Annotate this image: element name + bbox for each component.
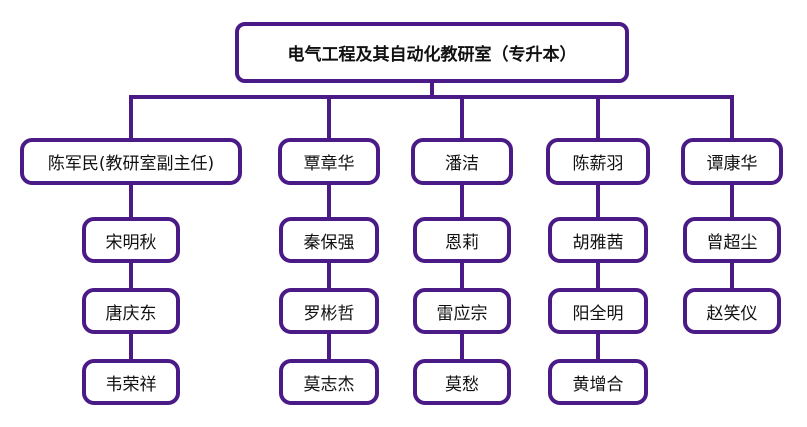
member-node: 赵笑仪: [683, 288, 781, 334]
group-head-1: 陈军民(教研室副主任): [20, 138, 242, 185]
group-head-4: 陈薪羽: [546, 138, 650, 185]
member-node: 曾超尘: [683, 217, 781, 263]
member-node: 胡雅茜: [548, 217, 648, 263]
member-node: 雷应宗: [413, 288, 511, 334]
group-head-3: 潘洁: [411, 138, 513, 185]
member-node: 莫愁: [413, 359, 511, 405]
group-head-2: 覃章华: [278, 138, 380, 185]
member-node: 韦荣祥: [82, 359, 180, 405]
root-node: 电气工程及其自动化教研室（专升本）: [235, 22, 629, 83]
member-node: 恩莉: [413, 217, 511, 263]
member-node: 宋明秋: [82, 217, 180, 263]
member-node: 阳全明: [548, 288, 648, 334]
member-node: 罗彬哲: [279, 288, 379, 334]
member-node: 唐庆东: [82, 288, 180, 334]
group-head-5: 谭康华: [681, 138, 783, 185]
member-node: 黄增合: [548, 359, 648, 405]
member-node: 莫志杰: [279, 359, 379, 405]
member-node: 秦保强: [279, 217, 379, 263]
